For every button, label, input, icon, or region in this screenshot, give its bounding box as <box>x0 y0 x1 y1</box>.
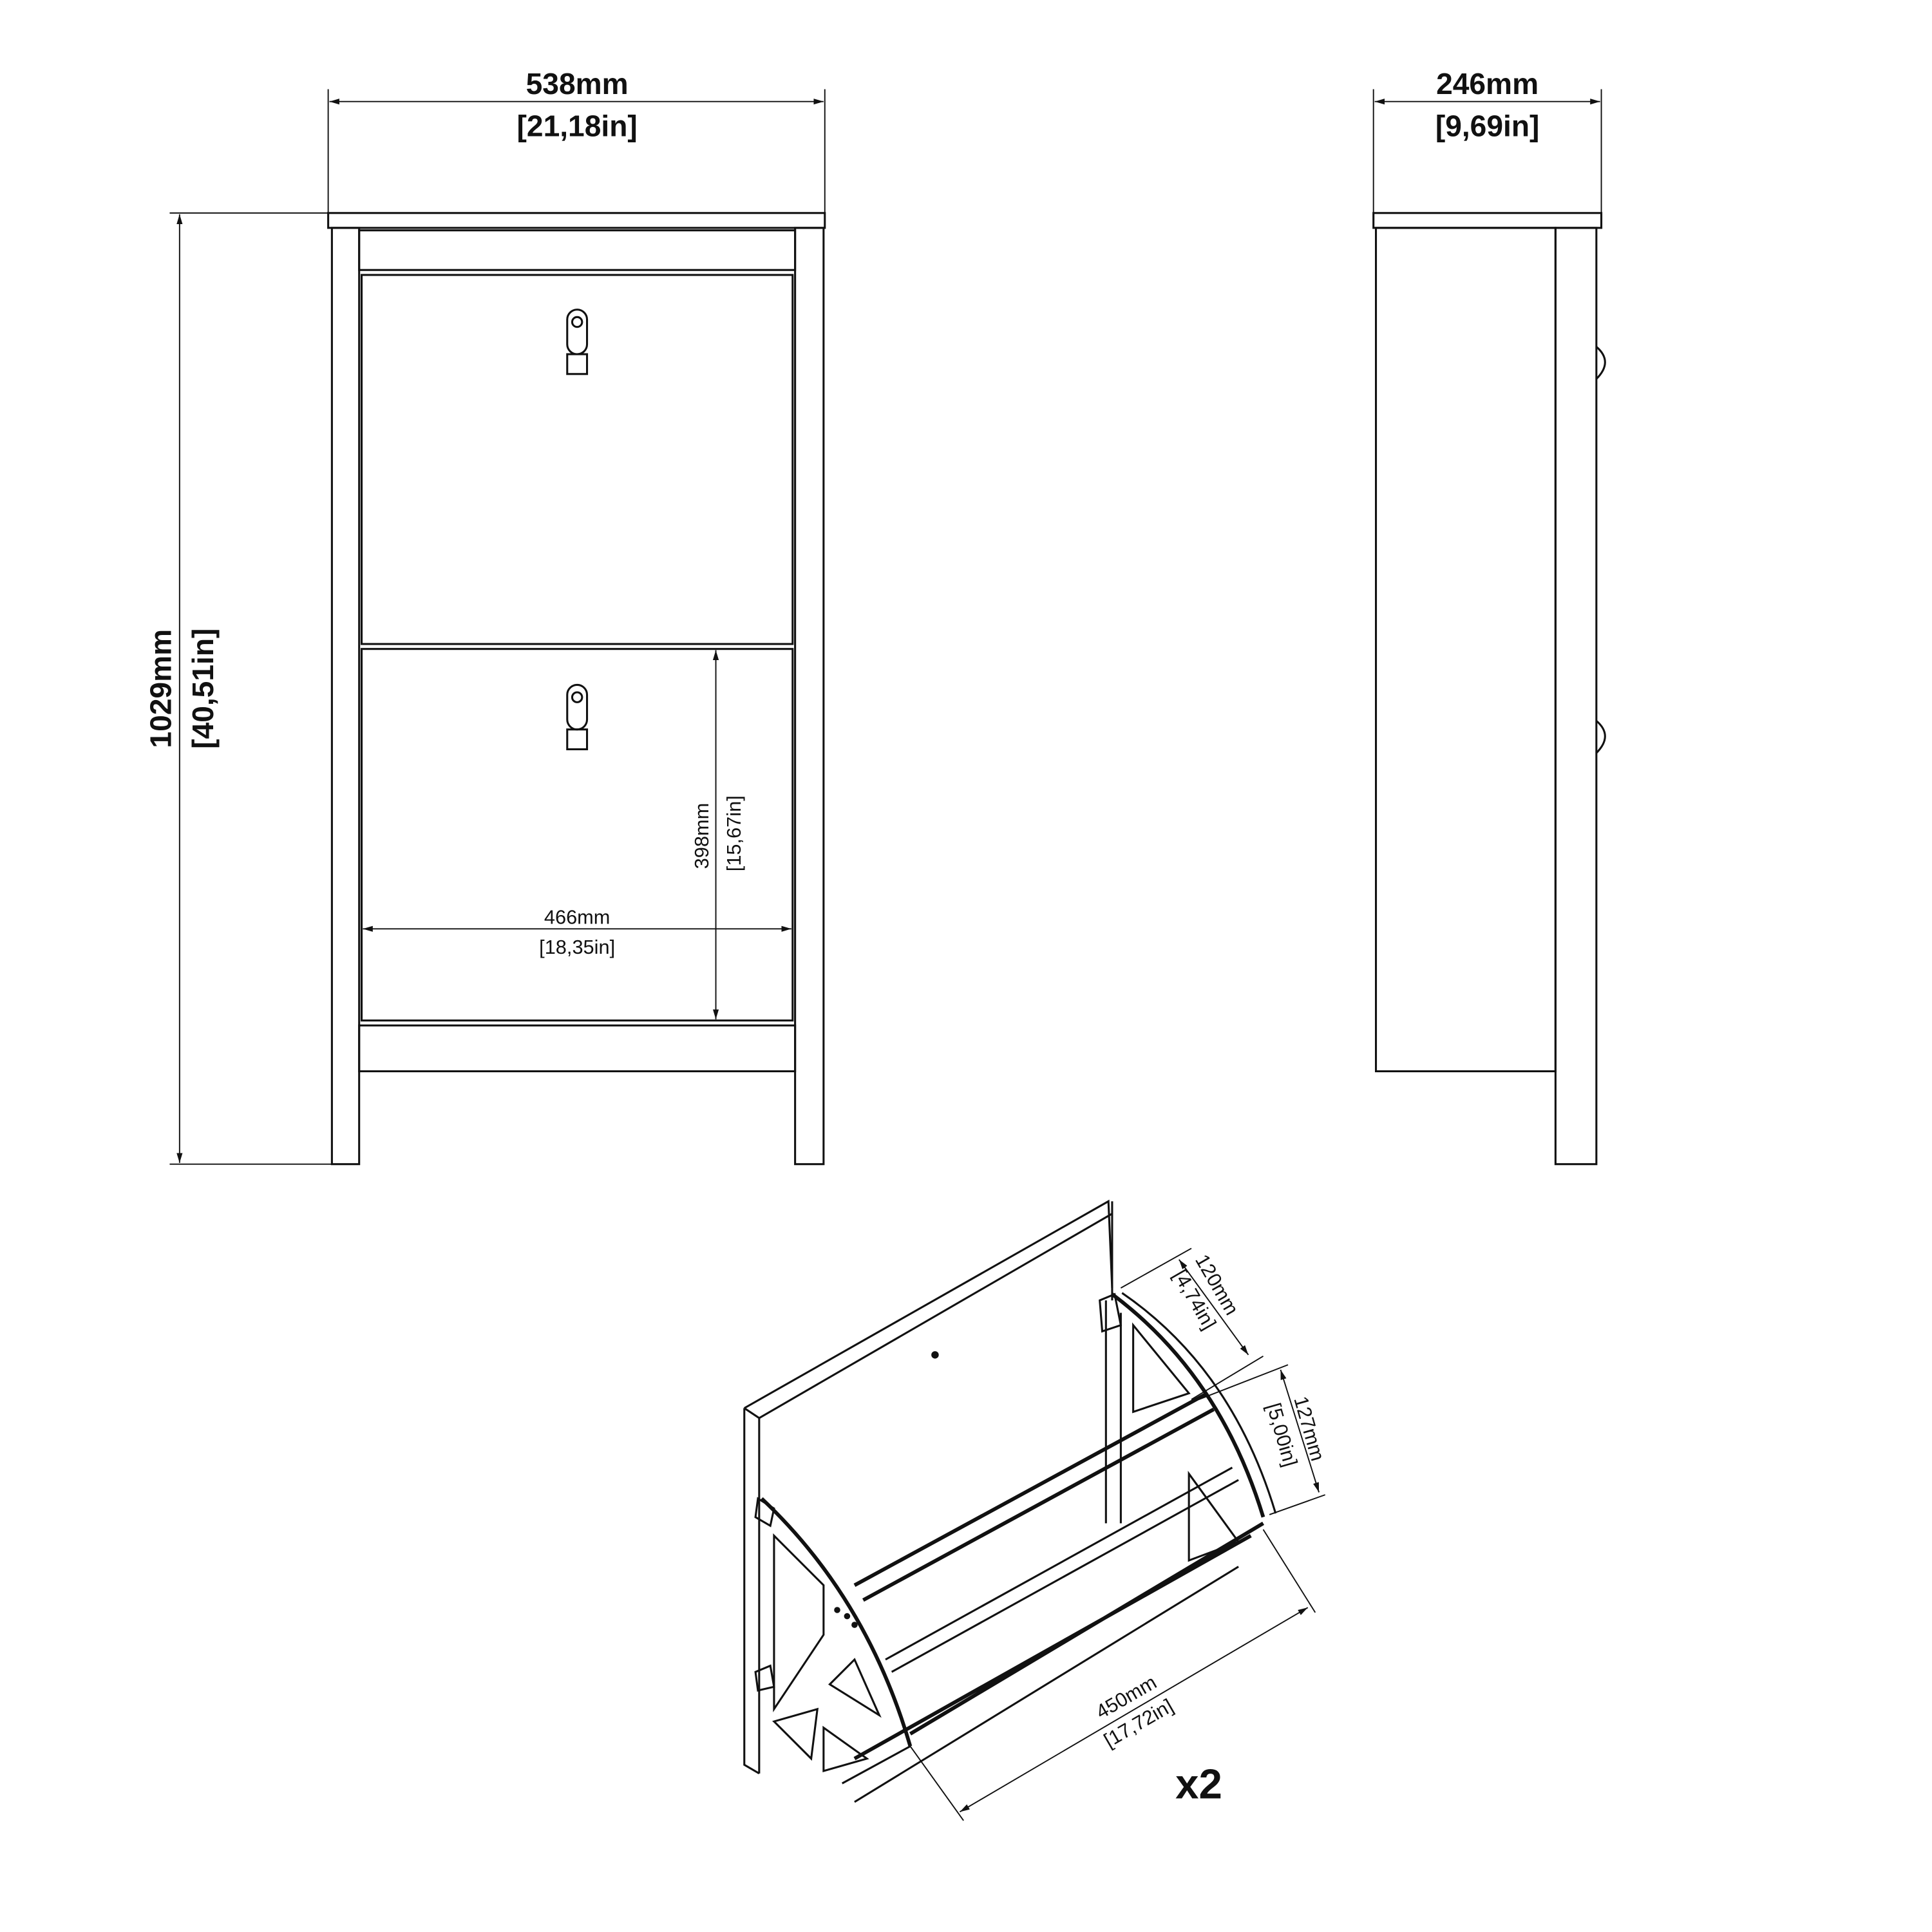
inner-width-dimension: 466mm [18,35in] <box>363 906 791 958</box>
compartment-height-in-label: [15,67in] <box>723 795 745 871</box>
shoe-compartment-isometric: 120mm [4,74in] 127mm [5,00in] 450mm [17,… <box>743 1199 1329 1821</box>
inner-width-in-label: [18,35in] <box>539 936 615 958</box>
width-in-label: [21,18in] <box>517 109 638 143</box>
bottom-flap-door <box>361 648 794 1022</box>
inner-width-mm-label: 466mm <box>544 906 611 929</box>
front-view: 538mm [21,18in] 1029mm [40,51in] <box>144 67 826 1166</box>
handle-icon <box>1595 346 1606 380</box>
height-in-label: [40,51in] <box>186 629 220 749</box>
bin-width-dimension: 450mm [17,72in] <box>909 1529 1316 1821</box>
handle-icon <box>566 308 589 375</box>
compartment-height-mm-label: 398mm <box>690 803 713 869</box>
depth-dimension: 246mm [9,69in] <box>1372 67 1602 213</box>
handle-icon <box>1595 720 1606 754</box>
depth-mm-label: 246mm <box>1436 67 1539 100</box>
depth-in-label: [9,69in] <box>1435 109 1540 143</box>
quantity-label: x2 <box>1175 1760 1222 1807</box>
cabinet-front <box>327 212 826 1166</box>
width-mm-label: 538mm <box>526 67 629 100</box>
height-dimension: 1029mm [40,51in] <box>144 212 332 1165</box>
handle-icon <box>566 683 589 750</box>
compartment-height-dimension: 398mm [15,67in] <box>690 650 745 1019</box>
width-dimension: 538mm [21,18in] <box>327 67 826 213</box>
back-panel <box>743 1199 1113 1775</box>
screw-hole-icon <box>931 1351 939 1359</box>
side-view: 246mm [9,69in] <box>1372 67 1606 1166</box>
top-flap-door <box>361 274 794 645</box>
height-mm-label: 1029mm <box>144 629 177 748</box>
